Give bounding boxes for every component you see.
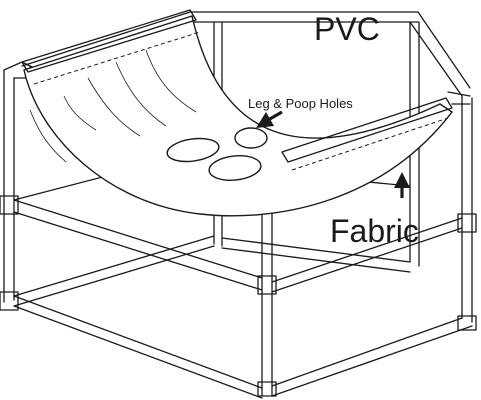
bottom-back-rail-right (221, 237, 411, 273)
tee-fitting-bottom-front (257, 381, 277, 397)
label-fabric: Fabric (330, 213, 419, 249)
fabric-fold (115, 61, 167, 127)
right-corner-post (461, 95, 473, 323)
fabric-fold (87, 77, 141, 137)
top-back-rail (189, 11, 419, 23)
tee-fitting-front (257, 275, 277, 295)
label-pvc: PVC (314, 11, 380, 47)
label-holes: Leg & Poop Holes (248, 96, 353, 111)
bottom-back-rail (13, 235, 215, 307)
fabric-body (23, 15, 453, 217)
fabric-fold (29, 109, 67, 163)
middle-right-rail (271, 217, 463, 293)
bottom-front-rail (13, 295, 263, 399)
front-left-elbow (3, 61, 31, 79)
fabric-arrow (394, 172, 410, 198)
leg-hole-left (166, 137, 220, 163)
fabric-fold (145, 49, 197, 113)
poop-hole-center (234, 127, 268, 149)
tee-fitting-right (457, 213, 477, 233)
holes-arrow (256, 110, 283, 128)
tee-fitting-left (0, 195, 19, 215)
middle-front-rail (13, 199, 263, 291)
fabric-fold (63, 95, 97, 131)
leg-hole-right (208, 155, 262, 181)
pvc-frame (0, 11, 477, 399)
right-side-bottom-rail (271, 317, 473, 397)
top-right-rail (409, 11, 471, 97)
front-left-post (3, 69, 15, 303)
fabric-right-hem (281, 97, 453, 163)
fabric-left-hem (21, 9, 197, 73)
front-right-top-rail (447, 91, 471, 105)
tee-fitting-bottom-left (0, 291, 19, 311)
fabric-sling (21, 9, 453, 217)
fabric-left-stitching (33, 31, 201, 85)
tee-fitting-bottom-right (457, 315, 477, 331)
